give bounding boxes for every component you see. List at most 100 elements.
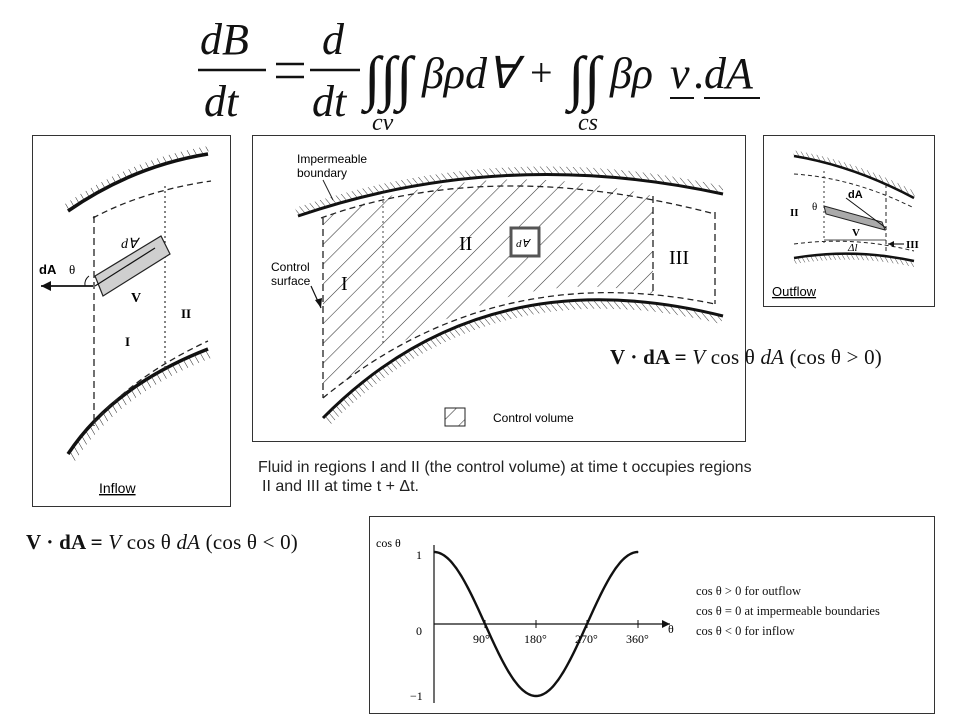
eq-rhs-denominator: dt bbox=[312, 77, 348, 126]
ytick-pos: 1 bbox=[416, 548, 422, 562]
inflow-label-II: II bbox=[181, 306, 191, 321]
control-surface-label-line2: surface bbox=[271, 274, 311, 288]
outflow-III-arrow-icon bbox=[888, 241, 904, 247]
outflow-label-V: V bbox=[852, 227, 860, 239]
plot-xlabel: θ bbox=[668, 622, 674, 636]
outflow-label-theta: θ bbox=[812, 201, 817, 213]
plot-ylabel: cos θ bbox=[376, 536, 401, 550]
x-tick-label: 360° bbox=[626, 632, 649, 646]
legend-outflow: cos θ > 0 for outflow bbox=[696, 584, 801, 598]
legend-inflow: cos θ < 0 for inflow bbox=[696, 624, 795, 638]
inflow-dot-product-equation: V · dA = V cos θ dA (cos θ < 0) bbox=[26, 530, 298, 555]
caption-line-1: Fluid in regions I and II (the control v… bbox=[258, 459, 752, 476]
impermeable-upper-wall bbox=[297, 173, 724, 218]
inflow-theta-arc bbox=[84, 275, 90, 287]
eq-term2-area: dA bbox=[704, 49, 754, 98]
svg-text:∫: ∫ bbox=[565, 45, 588, 115]
equals-sign bbox=[276, 62, 304, 79]
cos-data-point bbox=[484, 623, 486, 625]
inflow-velocity-arrow-icon bbox=[94, 247, 156, 287]
upper-wall bbox=[67, 152, 209, 213]
inflow-dA-arrow-icon bbox=[41, 281, 93, 291]
eq-inflow-dA: dA bbox=[176, 530, 201, 554]
eq-lhs-denominator: dt bbox=[204, 77, 240, 126]
eq-outflow-cond: (cos θ > 0) bbox=[784, 345, 883, 369]
reynolds-transport-equation: dB dt d dt ∫∫∫ cv βρd∀ + ∫∫ cs βρ v . dA bbox=[198, 15, 760, 134]
region-I-label: I bbox=[341, 273, 348, 295]
outflow-dA-arrow-icon bbox=[845, 197, 887, 229]
boundary-label-line2: boundary bbox=[297, 166, 347, 180]
inflow-label-dV: d∀ bbox=[121, 237, 141, 252]
volume-element-box bbox=[509, 226, 541, 258]
boundary-leader-line bbox=[322, 179, 334, 201]
eq-term2-velocity: v bbox=[670, 49, 690, 98]
control-volume-region bbox=[323, 179, 653, 398]
eq-sub-cs: cs bbox=[578, 110, 598, 134]
eq-plus: + bbox=[530, 50, 553, 95]
cos-data-point bbox=[433, 551, 435, 553]
outflow-label-III: III bbox=[906, 239, 919, 251]
eq-outflow-lhs: V · dA = bbox=[610, 345, 693, 369]
cos-data-point bbox=[501, 659, 503, 661]
outflow-caption: Outflow bbox=[772, 284, 817, 299]
outflow-label-dl: Δl bbox=[847, 242, 858, 254]
cos-data-point bbox=[518, 685, 520, 687]
cos-data-point bbox=[603, 587, 605, 589]
x-tick-label: 90° bbox=[473, 632, 490, 646]
inflow-label-V: V bbox=[131, 291, 141, 306]
inflow-label-I: I bbox=[125, 334, 130, 349]
outflow-dot-product-equation: V · dA = V cos θ dA (cos θ > 0) bbox=[610, 345, 882, 370]
x-axis-arrow-icon bbox=[662, 620, 670, 628]
legend-boundary: cos θ = 0 at impermeable boundaries bbox=[696, 604, 880, 618]
double-integral-icon: ∫∫ bbox=[565, 45, 604, 115]
figure-caption: Fluid in regions I and II (the control v… bbox=[258, 458, 878, 496]
eq-term2-beta-rho: βρ bbox=[609, 49, 653, 98]
cos-data-point bbox=[637, 551, 639, 553]
inflow-label-theta: θ bbox=[69, 262, 75, 277]
x-ticks: 90°180°270°360° bbox=[473, 620, 649, 646]
x-tick-label: 180° bbox=[524, 632, 547, 646]
control-volume-diagram: d∀ Impermeable boundary Control surface … bbox=[271, 152, 724, 427]
ytick-neg: −1 bbox=[410, 689, 423, 703]
inflow-panel: dA θ d∀ V I II Inflow bbox=[32, 135, 231, 507]
svg-text:∫: ∫ bbox=[361, 45, 384, 115]
cos-data-point bbox=[569, 659, 571, 661]
cos-theta-panel: cos θ 1 0 −1 90°180°270°360° θ cos θ > 0… bbox=[369, 516, 935, 714]
outflow-diagram: dA θ II V Δl III Outflow bbox=[772, 150, 919, 299]
triple-integral-icon: ∫∫∫ bbox=[361, 45, 416, 115]
inflow-label-dA: dA bbox=[39, 262, 57, 277]
region-II-label: II bbox=[459, 233, 472, 255]
cos-data-point bbox=[450, 561, 452, 563]
eq-outflow-dA: dA bbox=[760, 345, 785, 369]
cos-theta-plot: cos θ 1 0 −1 90°180°270°360° θ cos θ > 0… bbox=[376, 536, 880, 703]
eq-inflow-cos: cos θ bbox=[121, 530, 177, 554]
cos-data-point bbox=[552, 685, 554, 687]
svg-text:∫: ∫ bbox=[393, 45, 416, 115]
control-surface-label-line1: Control bbox=[271, 260, 310, 274]
legend-label: Control volume bbox=[493, 411, 574, 425]
control-volume-panel: d∀ Impermeable boundary Control surface … bbox=[252, 135, 746, 442]
eq-term1: βρd∀ bbox=[421, 49, 525, 98]
eq-outflow-V: V bbox=[692, 345, 706, 369]
cos-data-point bbox=[620, 561, 622, 563]
legend-swatch bbox=[444, 407, 466, 427]
volume-element-label: d∀ bbox=[516, 238, 532, 250]
lower-control-surface bbox=[92, 340, 209, 425]
svg-text:∫: ∫ bbox=[581, 45, 604, 115]
cos-data-point bbox=[586, 623, 588, 625]
outflow-panel: dA θ II V Δl III Outflow bbox=[763, 135, 935, 307]
eq-term2-dot: . bbox=[693, 49, 704, 98]
eq-rhs-numerator: d bbox=[322, 15, 345, 64]
cos-data-point bbox=[467, 587, 469, 589]
eq-outflow-cos: cos θ bbox=[705, 345, 761, 369]
inflow-diagram: dA θ d∀ V I II Inflow bbox=[39, 146, 212, 496]
eq-inflow-V: V bbox=[108, 530, 122, 554]
eq-inflow-cond: (cos θ < 0) bbox=[200, 530, 299, 554]
ytick-zero: 0 bbox=[416, 624, 422, 638]
outflow-lower-dashed bbox=[793, 240, 915, 252]
upper-control-surface bbox=[92, 180, 212, 219]
boundary-label-line1: Impermeable bbox=[297, 152, 367, 166]
region-III-label: III bbox=[669, 247, 689, 269]
inflow-caption: Inflow bbox=[99, 480, 136, 496]
caption-line-2: II and III at time t + Δt. bbox=[262, 478, 419, 495]
